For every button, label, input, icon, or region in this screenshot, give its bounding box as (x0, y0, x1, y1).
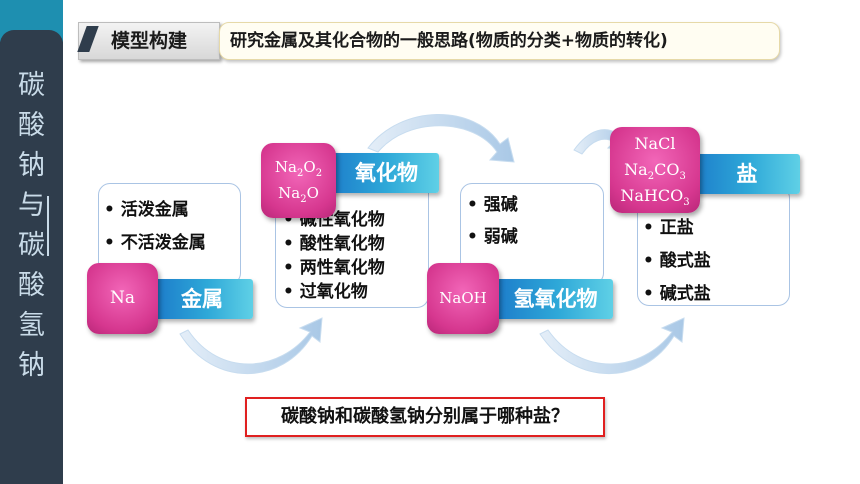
list-item: • 强碱 (467, 195, 518, 215)
hydroxide-formula: NaOH (439, 289, 487, 307)
sidebar-title-char: 酸 (18, 270, 45, 301)
sidebar-accent (0, 0, 63, 44)
sidebar-title-char: 酸 (18, 110, 45, 141)
sidebar-title: 碳 酸 钠 与 碳 酸 氢 钠 (0, 66, 63, 386)
sidebar-title-char: 钠 (18, 150, 45, 181)
list-item: • 碱式盐 (643, 284, 711, 304)
hydroxide-class-list: • 强碱 • 弱碱 (467, 193, 518, 249)
arrow-metal-to-oxide (179, 317, 323, 375)
sidebar-title-char: 氢 (18, 310, 45, 341)
list-item: • 正盐 (643, 218, 694, 238)
list-item: • 两性氧化物 (283, 258, 385, 278)
sidebar-title-char: 碳 (18, 230, 45, 261)
metal-formula: Na (109, 288, 135, 308)
salt-title-bar: 盐 (686, 154, 800, 194)
metal-class-list: • 活泼金属 • 不活泼金属 (104, 198, 206, 255)
section-subtitle: 研究金属及其化合物的一般思路(物质的分类+物质的转化) (230, 31, 668, 51)
oxide-class-list: • 碱性氧化物 • 酸性氧化物 • 两性氧化物 • 过氧化物 (283, 208, 385, 304)
oxide-formula: Na2O (278, 184, 319, 205)
section-tag-label: 模型构建 (110, 30, 187, 52)
metal-title-bar: 金属 (151, 279, 253, 319)
sidebar-title-char: 碳 (18, 70, 45, 101)
hydroxide-formula-box: NaOH (427, 263, 499, 334)
metal-formula-box: Na (87, 263, 158, 334)
section-tag: 模型构建 (78, 22, 220, 60)
list-item: • 弱碱 (467, 227, 518, 247)
salt-formula: NaCl (634, 134, 676, 153)
sidebar: 碳 酸 钠 与 碳 酸 氢 钠 (0, 0, 63, 484)
oxide-formula: Na2O2 (274, 158, 323, 179)
oxide-formula-box: Na2O2 Na2O (261, 143, 336, 218)
arrow-oxide-to-hydroxide (367, 114, 515, 163)
salt-formula-box: NaCl Na2CO3 NaHCO3 (610, 127, 700, 213)
section-subtitle-box: 研究金属及其化合物的一般思路(物质的分类+物质的转化) (219, 22, 780, 60)
list-item: • 活泼金属 (104, 200, 189, 220)
salt-class-list: • 正盐 • 酸式盐 • 碱式盐 (643, 216, 711, 306)
list-item: • 过氧化物 (283, 282, 368, 302)
question-box: 碳酸钠和碳酸氢钠分别属于哪种盐？ (245, 397, 605, 437)
oxide-title-bar: 氧化物 (322, 153, 439, 193)
arrow-hydroxide-to-salt (539, 317, 685, 375)
salt-formula: Na2CO3 (624, 160, 686, 183)
hydroxide-title-bar: 氢氧化物 (490, 279, 613, 319)
sidebar-title-char: 钠 (18, 350, 45, 381)
list-item: • 酸性氧化物 (283, 234, 385, 254)
sidebar-divider (47, 196, 49, 256)
list-item: • 不活泼金属 (104, 233, 206, 253)
salt-formula: NaHCO3 (620, 186, 690, 209)
sidebar-title-char: 与 (18, 190, 45, 221)
list-item: • 酸式盐 (643, 251, 711, 271)
